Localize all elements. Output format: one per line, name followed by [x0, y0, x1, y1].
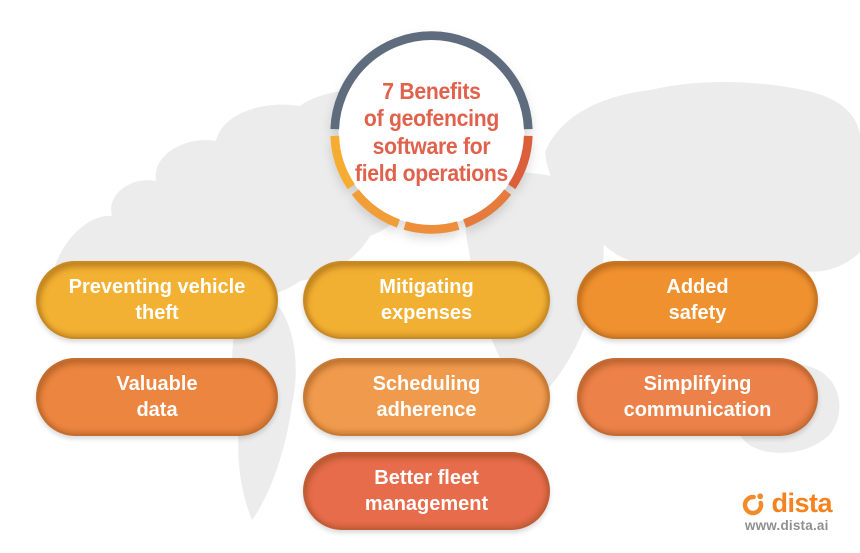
brand-name: dista — [771, 488, 832, 518]
benefit-pill-mitigating-expenses: Mitigating expenses — [303, 261, 550, 339]
benefit-pill-added-safety: Added safety — [577, 261, 818, 339]
benefit-pill-simplifying-communication: Simplifying communication — [577, 358, 818, 436]
ring-segment-1 — [508, 135, 533, 190]
benefit-label: Valuable data — [116, 372, 198, 421]
benefit-pill-better-fleet-management: Better fleet management — [303, 452, 550, 530]
ring-segment-4 — [351, 189, 400, 228]
ring-segment-top — [330, 31, 533, 130]
brand-logo: dista www.dista.ai — [741, 490, 832, 533]
title-ring — [330, 31, 533, 234]
ring-segment-3 — [403, 221, 460, 234]
benefit-label: Preventing vehicle theft — [68, 275, 246, 324]
benefit-label: Scheduling adherence — [372, 372, 481, 421]
brand-url: www.dista.ai — [744, 518, 829, 533]
benefit-label: Simplifying communication — [623, 372, 772, 421]
benefit-pill-scheduling-adherence: Scheduling adherence — [303, 358, 550, 436]
ring-segment-5 — [330, 135, 355, 190]
benefit-pill-preventing-vehicle-theft: Preventing vehicle theft — [36, 261, 278, 339]
ring-segment-2 — [463, 189, 512, 228]
infographic-title: 7 Benefits of geofencing software for fi… — [354, 78, 509, 186]
benefit-pill-valuable-data: Valuable data — [36, 358, 278, 436]
benefit-label: Mitigating expenses — [379, 275, 474, 324]
dista-logo-icon — [743, 492, 764, 515]
benefit-label: Added safety — [666, 275, 729, 324]
ring-inner-disc — [338, 39, 525, 226]
title-circle: 7 Benefits of geofencing software for fi… — [325, 26, 538, 239]
benefit-label: Better fleet management — [364, 466, 489, 515]
